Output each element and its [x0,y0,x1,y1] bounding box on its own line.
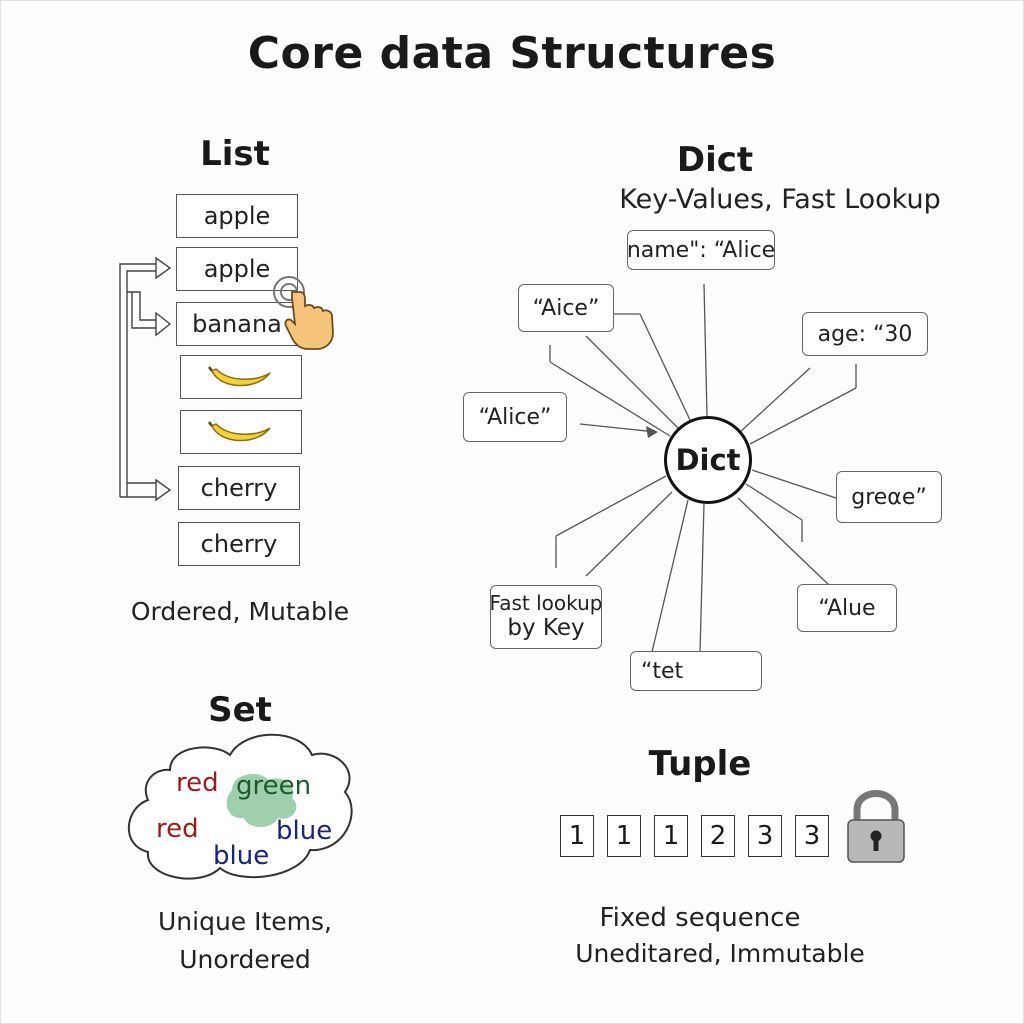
set-caption-line1: Unique Items, [157,907,332,936]
set-green-blob [226,774,297,827]
set-item: red [176,768,219,798]
set-item: green [236,771,312,801]
tuple-cell: 1 [560,815,594,857]
dict-label-aice: “Aice” [518,284,614,332]
page-title: Core data Structures [247,28,777,79]
dict-label-name: name": “Alice [627,230,775,270]
set-item: red [156,814,199,844]
list-arrowhead [155,478,172,502]
list-item: cherry [178,466,300,510]
set-caption-line2: Unordered [179,945,311,974]
tuple-cell: 3 [748,815,782,857]
dict-subtitle: Key-Values, Fast Lookup [619,184,941,215]
dict-label-tet: “tet [630,651,762,691]
dict-center-node: Dict [664,416,752,504]
list-item-banana-image [180,410,302,454]
tuple-cell: 2 [701,815,735,857]
dict-fast-line1: Fast lookup [489,591,603,616]
set-item: blue [213,841,270,871]
dict-fast-line2: by Key [507,615,585,642]
set-item: blue [276,816,333,846]
set-heading: Set [208,690,272,730]
list-item: banana [176,302,298,346]
tuple-caption-line2: Uneditared, Immutable [575,939,865,968]
dict-arrowhead [646,426,658,438]
list-item: apple [176,194,298,238]
tuple-caption: Fixed sequence Uneditared, Immutable [560,900,880,972]
dict-label-age: age: “30 [802,312,928,356]
set-caption: Unique Items, Unordered [120,903,370,979]
dict-heading: Dict [676,140,754,180]
tuple-cell: 1 [607,815,641,857]
tuple-caption-line1: Fixed sequence [599,903,801,933]
tuple-cell: 1 [654,815,688,857]
list-item-banana-image [180,355,302,399]
tuple-cell: 3 [795,815,829,857]
list-caption: Ordered, Mutable [130,597,350,626]
tuple-heading: Tuple [648,744,752,784]
list-arrowhead [155,311,172,337]
dict-label-alue: “Alue [797,584,897,632]
dict-label-fast-lookup: Fast lookup by Key [490,585,602,649]
list-heading: List [200,134,270,174]
banana-icon [208,421,271,442]
list-arrowhead [155,256,172,280]
dict-label-alice: “Alice” [463,392,567,442]
dict-label-greae: greαe” [836,471,942,523]
list-item: cherry [178,522,300,566]
banana-icon [208,366,271,387]
